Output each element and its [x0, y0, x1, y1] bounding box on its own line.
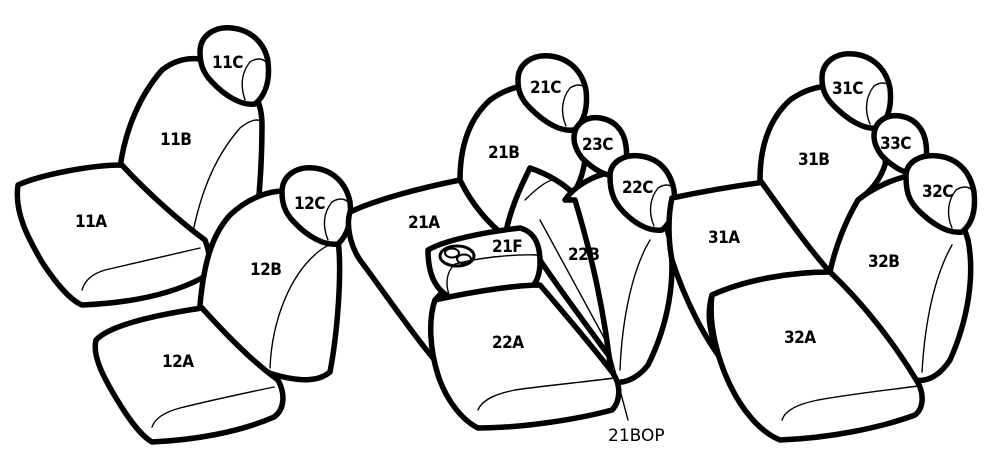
label-32B: 32B: [868, 252, 899, 272]
part-31C-headrest[interactable]: [819, 51, 894, 131]
cup-holder-icon: [438, 244, 476, 268]
label-22A: 22A: [492, 333, 524, 353]
part-11C-headrest[interactable]: [197, 25, 272, 107]
label-12A: 12A: [162, 352, 194, 372]
label-31C: 31C: [832, 79, 863, 99]
label-21F: 21F: [492, 237, 522, 257]
label-11C: 11C: [212, 53, 243, 73]
label-22B: 22B: [568, 245, 599, 265]
label-33C: 33C: [880, 134, 911, 154]
label-21BOP: 21BOP: [608, 426, 665, 446]
part-12A-cushion[interactable]: [92, 305, 286, 445]
part-32C-headrest[interactable]: [903, 152, 978, 235]
label-23C: 23C: [582, 135, 613, 155]
label-31B: 31B: [798, 150, 829, 170]
part-31B-backrest[interactable]: [757, 83, 889, 275]
label-12B: 12B: [250, 260, 281, 280]
label-31A: 31A: [708, 228, 740, 248]
part-21C-headrest[interactable]: [515, 53, 590, 133]
seat-3x-bench: 31C 33C 32C 31B 31A 32B 32A: [666, 51, 978, 443]
label-12C: 12C: [294, 194, 325, 214]
label-22C: 22C: [622, 178, 653, 198]
callout-line-21BOP: [539, 219, 629, 421]
label-21A: 21A: [408, 213, 440, 233]
part-22A-cushion[interactable]: [427, 282, 622, 431]
label-32A: 32A: [784, 328, 816, 348]
part-32A-cushion[interactable]: [708, 269, 925, 443]
label-21B: 21B: [488, 143, 519, 163]
label-32C: 32C: [922, 182, 953, 202]
label-21C: 21C: [530, 78, 561, 98]
seat-2x-bench: 21C 23C 22C 21B 21A 21F 22B 22A 21BOP: [345, 53, 678, 446]
label-11A: 11A: [75, 212, 107, 232]
seat-12: 12C 12B 12A: [92, 165, 354, 445]
seat-11: 11C 11B 11A: [14, 25, 272, 308]
label-11B: 11B: [160, 130, 191, 150]
